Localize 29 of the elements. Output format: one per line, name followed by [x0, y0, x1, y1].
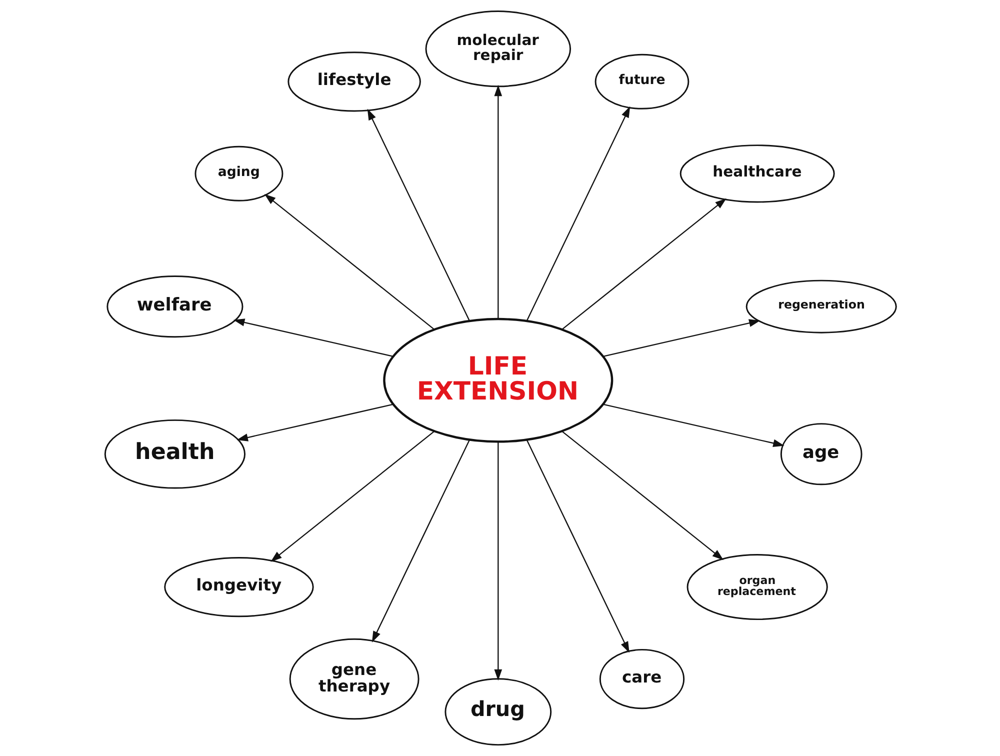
- arrow: [232, 318, 393, 357]
- node-ellipse: longevity: [164, 556, 314, 618]
- node-ellipse: gene therapy: [288, 638, 419, 720]
- node-ellipse: care: [598, 648, 684, 710]
- arrow: [371, 439, 470, 642]
- arrow: [270, 430, 434, 562]
- arrow: [264, 194, 434, 330]
- node-ellipse: organ replacement: [686, 554, 828, 620]
- arrow: [602, 404, 784, 448]
- node-ellipse: health: [104, 419, 246, 489]
- arrow: [561, 198, 726, 330]
- arrow: [494, 84, 502, 319]
- node-ellipse: aging: [194, 146, 283, 202]
- node-ellipse: welfare: [106, 276, 243, 338]
- arrow: [236, 404, 393, 442]
- arrow: [526, 106, 630, 322]
- node-ellipse: regeneration: [745, 280, 896, 334]
- arrow: [602, 319, 760, 357]
- node-ellipse: drug: [444, 678, 552, 746]
- node-ellipse: molecular repair: [424, 10, 571, 88]
- node-ellipse: lifestyle: [287, 52, 420, 112]
- node-ellipse: age: [780, 423, 862, 486]
- node-ellipse: future: [594, 54, 689, 110]
- arrow: [366, 108, 470, 322]
- node-ellipse: LIFE EXTENSION: [382, 318, 613, 443]
- arrow: [494, 442, 502, 681]
- arrow: [561, 430, 724, 560]
- node-ellipse: healthcare: [679, 144, 834, 203]
- arrow: [526, 439, 629, 653]
